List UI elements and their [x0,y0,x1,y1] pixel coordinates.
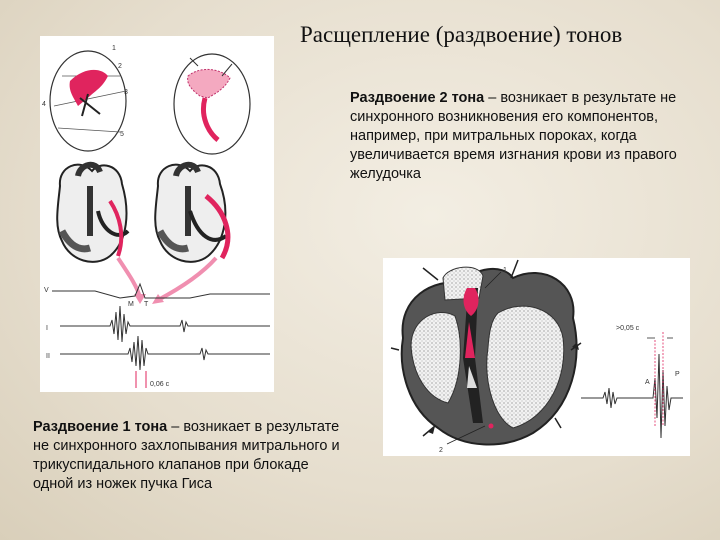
tone1-description: Раздвоение 1 тона – возникает в результа… [33,418,353,494]
label-m: M [128,301,134,308]
label-2: 2 [439,447,443,454]
tone2-lead: Раздвоение 2 тона [350,90,485,106]
label-mark-5: 5 [120,131,124,138]
tone2-description: Раздвоение 2 тона – возникает в результа… [350,89,690,184]
phonocardiogram-trace: >0,05 c A P [581,325,683,439]
label-1: 1 [503,267,507,274]
heart-cross-section [390,259,582,446]
valve-ellipse-right [173,53,251,155]
label-mark-1: 1 [112,45,116,52]
tone2-text: – возникает в результате не синхронного … [350,90,677,182]
tone1-lead: Раздвоение 1 тона [33,419,168,435]
split-first-tone-figure: 1 2 3 4 5 [40,36,274,392]
label-mark-4: 4 [42,101,46,108]
slide-title: Расщепление (раздвоение) тонов [300,22,623,47]
label-interval: >0,05 c [616,325,640,332]
label-a: A [645,379,650,386]
valve-ellipse-left [49,50,127,152]
label-interval: 0,06 c [150,381,170,388]
label-i: I [46,325,48,332]
phonocardiogram-trace: V M T I II 0,06 c [44,282,270,388]
label-t: T [144,301,149,308]
split-second-tone-illustration: 1 2 >0,05 c A P [390,259,683,454]
split-first-tone-illustration: 1 2 3 4 5 [42,45,270,388]
label-ii: II [46,353,50,360]
split-second-tone-figure: 1 2 >0,05 c A P [383,258,690,456]
tone1-text: – возникает в результате не синхронного … [33,419,340,492]
connection-arrows [116,256,218,304]
label-mark-2: 2 [118,63,122,70]
heart-cross-section-labels: 1 2 [439,267,507,454]
heart-diagram-left [56,161,130,263]
label-p: P [675,371,680,378]
valve-ellipse-left-labels: 1 2 3 4 5 [42,45,128,138]
heart-diagram-right [154,161,231,263]
label-v: V [44,287,49,294]
label-mark-3: 3 [124,89,128,96]
